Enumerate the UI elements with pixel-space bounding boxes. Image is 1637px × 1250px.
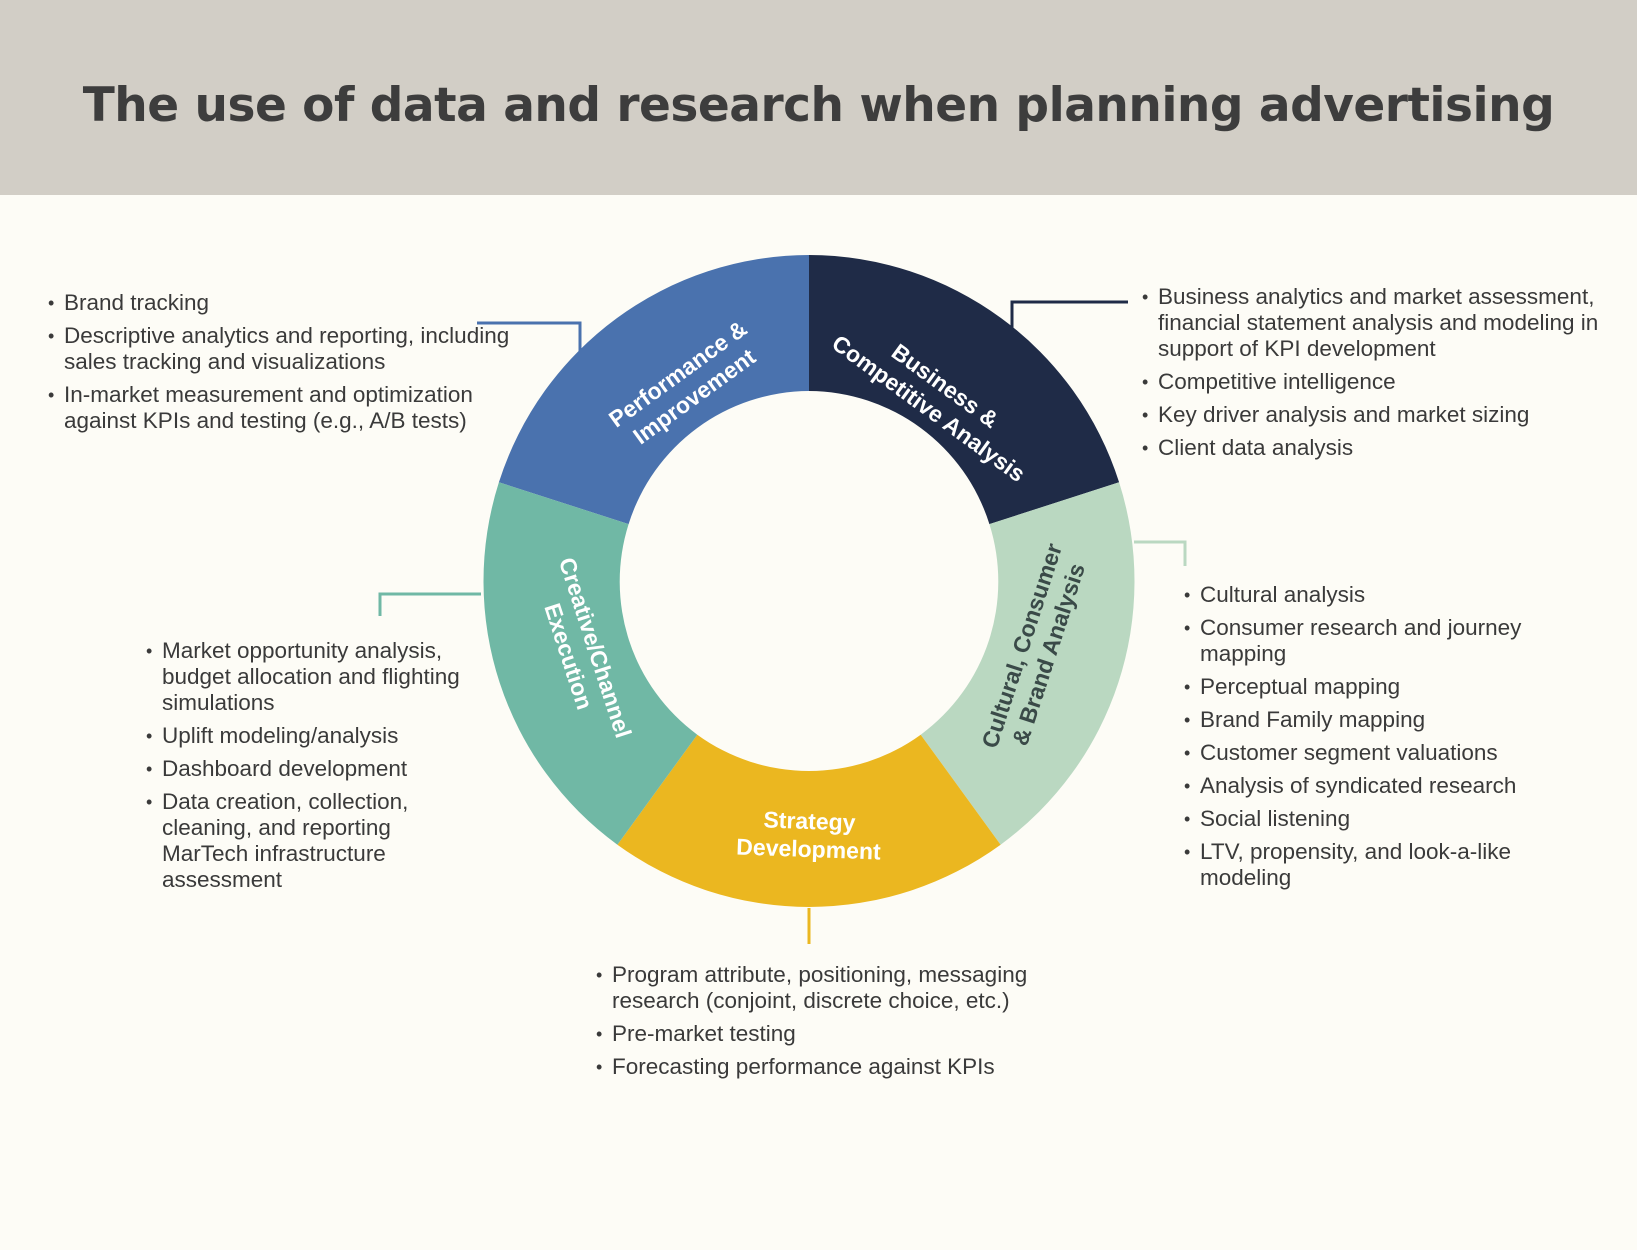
list-item: Business analytics and market assessment… bbox=[1142, 284, 1627, 362]
page-title: The use of data and research when planni… bbox=[82, 78, 1555, 133]
label-strategy: Strategy Development bbox=[736, 806, 882, 864]
list-item: Perceptual mapping bbox=[1184, 674, 1544, 700]
list-item: LTV, propensity, and look-a-like modelin… bbox=[1184, 839, 1544, 891]
list-item: Brand tracking bbox=[48, 290, 518, 316]
connector-cultural bbox=[1134, 540, 1187, 566]
list-item: Dashboard development bbox=[146, 756, 466, 782]
list-item: Social listening bbox=[1184, 806, 1544, 832]
label-strategy-line2: Development bbox=[736, 833, 882, 864]
list-item: Key driver analysis and market sizing bbox=[1142, 402, 1627, 428]
list-item: Consumer research and journey mapping bbox=[1184, 615, 1544, 667]
performance-bullets: Brand tracking Descriptive analytics and… bbox=[48, 290, 518, 441]
list-item: Pre-market testing bbox=[596, 1021, 1066, 1047]
list-item: Competitive intelligence bbox=[1142, 369, 1627, 395]
list-item: In-market measurement and optimization a… bbox=[48, 382, 518, 434]
strategy-bullets: Program attribute, positioning, messagin… bbox=[596, 962, 1066, 1087]
list-item: Analysis of syndicated research bbox=[1184, 773, 1544, 799]
segment-performance bbox=[498, 255, 809, 525]
list-item: Brand Family mapping bbox=[1184, 707, 1544, 733]
list-item: Uplift modeling/analysis bbox=[146, 723, 466, 749]
segment-strategy bbox=[617, 734, 1001, 907]
business-bullets: Business analytics and market assessment… bbox=[1142, 284, 1627, 468]
list-item: Descriptive analytics and reporting, inc… bbox=[48, 323, 518, 375]
segment-cultural bbox=[920, 482, 1135, 845]
segment-creative bbox=[483, 482, 698, 845]
header-banner bbox=[0, 0, 1637, 195]
creative-bullets: Market opportunity analysis, budget allo… bbox=[146, 638, 466, 900]
label-strategy-line1: Strategy bbox=[763, 806, 856, 835]
connector-creative bbox=[378, 592, 481, 616]
list-item: Market opportunity analysis, budget allo… bbox=[146, 638, 466, 716]
cultural-bullets: Cultural analysis Consumer research and … bbox=[1184, 582, 1544, 898]
list-item: Customer segment valuations bbox=[1184, 740, 1544, 766]
list-item: Forecasting performance against KPIs bbox=[596, 1054, 1066, 1080]
connector-business bbox=[1010, 300, 1128, 330]
list-item: Cultural analysis bbox=[1184, 582, 1544, 608]
list-item: Program attribute, positioning, messagin… bbox=[596, 962, 1066, 1014]
segment-business bbox=[809, 255, 1120, 525]
list-item: Client data analysis bbox=[1142, 435, 1627, 461]
list-item: Data creation, collection, cleaning, and… bbox=[146, 789, 466, 893]
